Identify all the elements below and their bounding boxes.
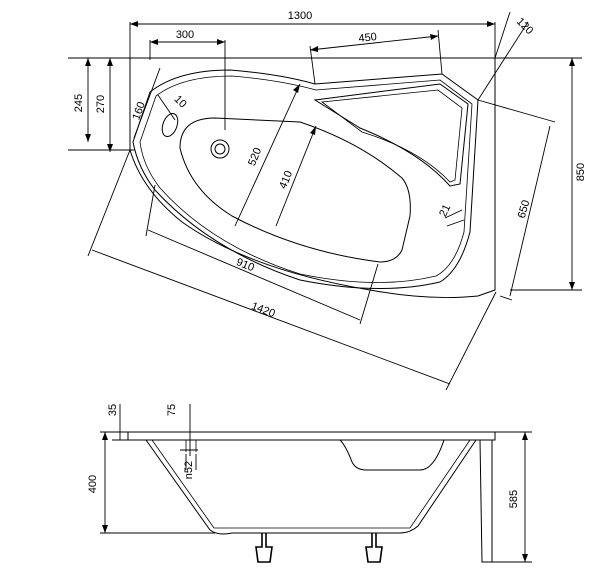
top-view	[129, 57, 496, 299]
bowl-floor	[179, 117, 411, 263]
tub-outer-rim	[129, 57, 496, 299]
side-view	[127, 431, 496, 563]
side-body-inner	[151, 439, 471, 529]
dim-450: 450	[358, 31, 378, 45]
dim-35: 35	[107, 404, 119, 416]
dim-10: 10	[172, 93, 189, 110]
dim-410: 410	[277, 169, 295, 191]
side-skirt	[479, 439, 493, 563]
tub-bowl-outline	[132, 69, 479, 289]
dim-270: 270	[95, 95, 107, 113]
seat-inset-inner	[320, 89, 463, 183]
drain-inner	[214, 143, 226, 155]
dim-520: 520	[246, 146, 264, 168]
dim-245: 245	[73, 94, 85, 112]
side-body	[145, 439, 477, 535]
dim-1300: 1300	[288, 10, 312, 22]
overflow-oval	[161, 112, 179, 138]
dim-850: 850	[575, 163, 587, 181]
dim-160: 160	[130, 100, 148, 121]
tub-bowl-inner-line	[139, 75, 473, 283]
dim-21: 21	[437, 203, 453, 219]
dimension-labels: 1300 120 300 450 245 270 160 10 520 410 …	[73, 10, 587, 508]
side-seat	[339, 439, 445, 471]
dim-n52: n52	[183, 461, 195, 479]
dim-120: 120	[514, 16, 535, 37]
leg-right	[365, 533, 383, 563]
seat-inset	[313, 83, 469, 187]
dim-1420: 1420	[249, 300, 276, 320]
drain-outer	[210, 139, 230, 159]
dim-400: 400	[87, 475, 99, 493]
dim-650: 650	[516, 199, 533, 220]
dim-585: 585	[508, 490, 520, 508]
side-view-dimensions	[100, 404, 532, 563]
dim-75: 75	[166, 404, 178, 416]
dim-300: 300	[176, 29, 194, 41]
top-view-dimensions	[68, 11, 582, 391]
leg-left	[255, 533, 273, 563]
side-rim	[127, 431, 496, 441]
